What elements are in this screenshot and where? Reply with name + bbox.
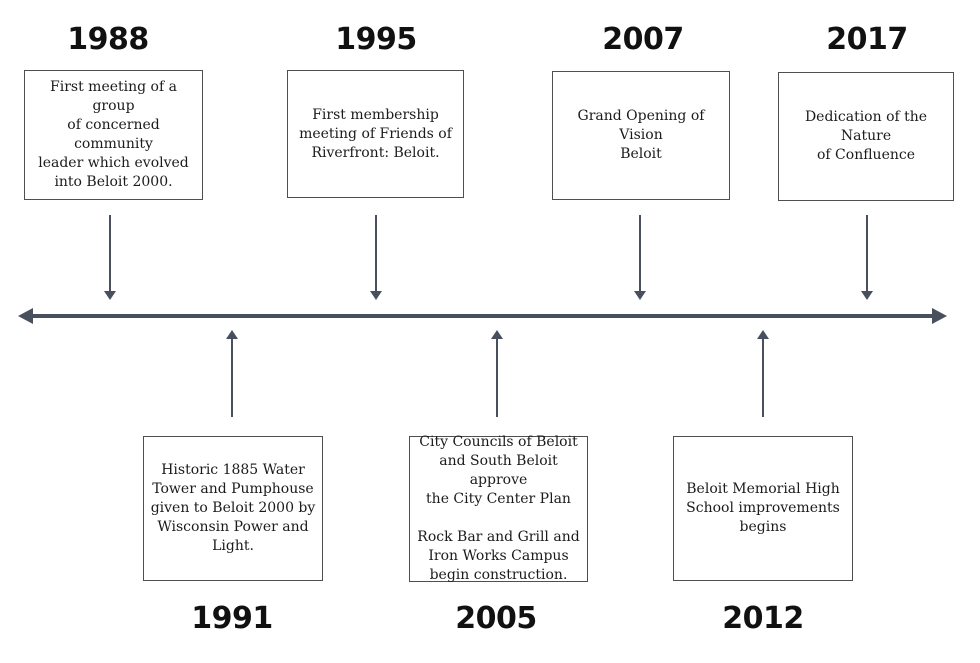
connector-shaft bbox=[866, 215, 868, 291]
arrowhead-up bbox=[226, 330, 238, 339]
axis-left-arrowhead bbox=[18, 307, 33, 324]
year-label-1991: 1991 bbox=[191, 601, 273, 636]
year-label-1988: 1988 bbox=[67, 22, 149, 57]
connector-1995 bbox=[370, 215, 382, 300]
event-description-1995: First membership meeting of Friends of R… bbox=[299, 106, 452, 161]
connector-shaft bbox=[762, 339, 764, 417]
arrowhead-up bbox=[757, 330, 769, 339]
event-box-2012: Beloit Memorial High School improvements… bbox=[673, 436, 853, 581]
connector-shaft bbox=[109, 215, 111, 291]
event-description-1991: Historic 1885 Water Tower and Pumphouse … bbox=[150, 462, 316, 554]
connector-2005 bbox=[491, 330, 503, 417]
arrowhead-down bbox=[861, 291, 873, 300]
connector-shaft bbox=[231, 339, 233, 417]
year-label-2012: 2012 bbox=[722, 601, 804, 636]
year-label-1995: 1995 bbox=[335, 22, 417, 57]
event-box-2005: City Councils of Beloit and South Beloit… bbox=[409, 434, 588, 583]
arrowhead-up bbox=[491, 330, 503, 339]
event-box-2007: Grand Opening of Vision Beloit bbox=[552, 71, 730, 200]
event-box-1988: First meeting of a group of concerned co… bbox=[24, 70, 203, 200]
event-description-2012: Beloit Memorial High School improvements… bbox=[686, 481, 840, 535]
connector-2017 bbox=[861, 215, 873, 300]
event-description-2017: Dedication of the Nature of Confluence bbox=[804, 109, 928, 163]
connector-shaft bbox=[375, 215, 377, 291]
event-description-2005: City Councils of Beloit and South Beloit… bbox=[417, 434, 580, 583]
timeline-axis bbox=[18, 306, 947, 325]
arrowhead-down bbox=[634, 291, 646, 300]
event-box-1995: First membership meeting of Friends of R… bbox=[287, 70, 464, 198]
connector-2007 bbox=[634, 215, 646, 300]
year-label-2017: 2017 bbox=[826, 22, 908, 57]
year-label-2007: 2007 bbox=[602, 22, 684, 57]
connector-shaft bbox=[639, 215, 641, 291]
event-description-1988: First meeting of a group of concerned co… bbox=[38, 79, 189, 190]
connector-1991 bbox=[226, 330, 238, 417]
arrowhead-down bbox=[370, 291, 382, 300]
event-description-2007: Grand Opening of Vision Beloit bbox=[577, 108, 705, 162]
event-box-2017: Dedication of the Nature of Confluence bbox=[778, 72, 954, 201]
connector-shaft bbox=[496, 339, 498, 417]
axis-right-arrowhead bbox=[932, 307, 947, 324]
connector-2012 bbox=[757, 330, 769, 417]
arrowhead-down bbox=[104, 291, 116, 300]
connector-1988 bbox=[104, 215, 116, 300]
year-label-2005: 2005 bbox=[455, 601, 537, 636]
event-box-1991: Historic 1885 Water Tower and Pumphouse … bbox=[143, 436, 323, 581]
axis-shaft bbox=[33, 313, 932, 318]
